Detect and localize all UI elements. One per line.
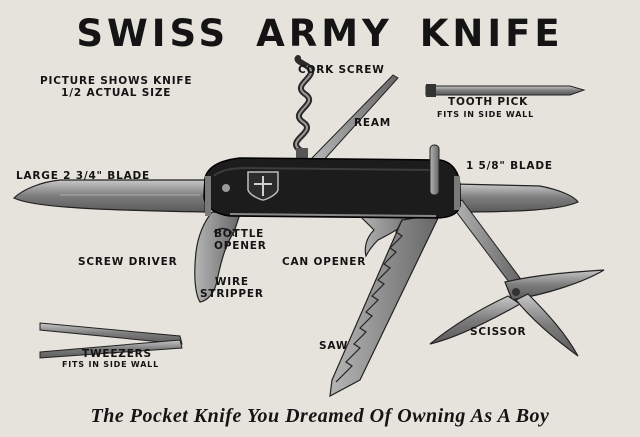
label-tweezers-note: FITS IN SIDE WALL (62, 360, 159, 369)
label-wire-stripper-line1: WIRE (214, 276, 249, 288)
label-bottle-opener-line2: OPENER (214, 240, 267, 252)
label-ream: REAM (354, 117, 392, 129)
tooth-pick-tool (425, 84, 586, 97)
label-scissor: SCISSOR (470, 326, 527, 338)
label-tooth-pick: TOOTH PICK (448, 96, 529, 108)
tweezers-tool (39, 322, 183, 359)
label-can-opener: CAN OPENER (282, 256, 367, 268)
size-note: PICTURE SHOWS KNIFE 1/2 ACTUAL SIZE (40, 75, 192, 99)
label-wire-stripper: WIRE STRIPPER (200, 276, 264, 300)
label-tooth-pick-note: FITS IN SIDE WALL (437, 110, 534, 119)
label-screw-driver: SCREW DRIVER (78, 256, 178, 268)
caption: The Pocket Knife You Dreamed Of Owning A… (90, 405, 550, 427)
label-bottle-opener-line1: BOTTLE (214, 228, 265, 240)
size-note-line2: 1/2 ACTUAL SIZE (61, 87, 172, 99)
label-small-blade: 1 5/8" BLADE (466, 160, 553, 172)
label-bottle-opener: BOTTLE OPENER (214, 228, 267, 252)
label-wire-stripper-line2: STRIPPER (200, 288, 264, 300)
small-blade (454, 183, 579, 213)
label-saw: SAW (319, 340, 349, 352)
screw-driver-tool (194, 211, 241, 303)
label-cork-screw: CORK SCREW (298, 64, 385, 76)
label-large-blade: LARGE 2 3/4" BLADE (16, 170, 150, 182)
size-note-line1: PICTURE SHOWS KNIFE (40, 75, 193, 87)
saw-tool (329, 213, 442, 398)
large-blade (12, 179, 206, 213)
page-title: SWISS ARMY KNIFE (76, 12, 564, 55)
knife-handle (203, 144, 461, 219)
label-tweezers: TWEEZERS (82, 348, 152, 360)
